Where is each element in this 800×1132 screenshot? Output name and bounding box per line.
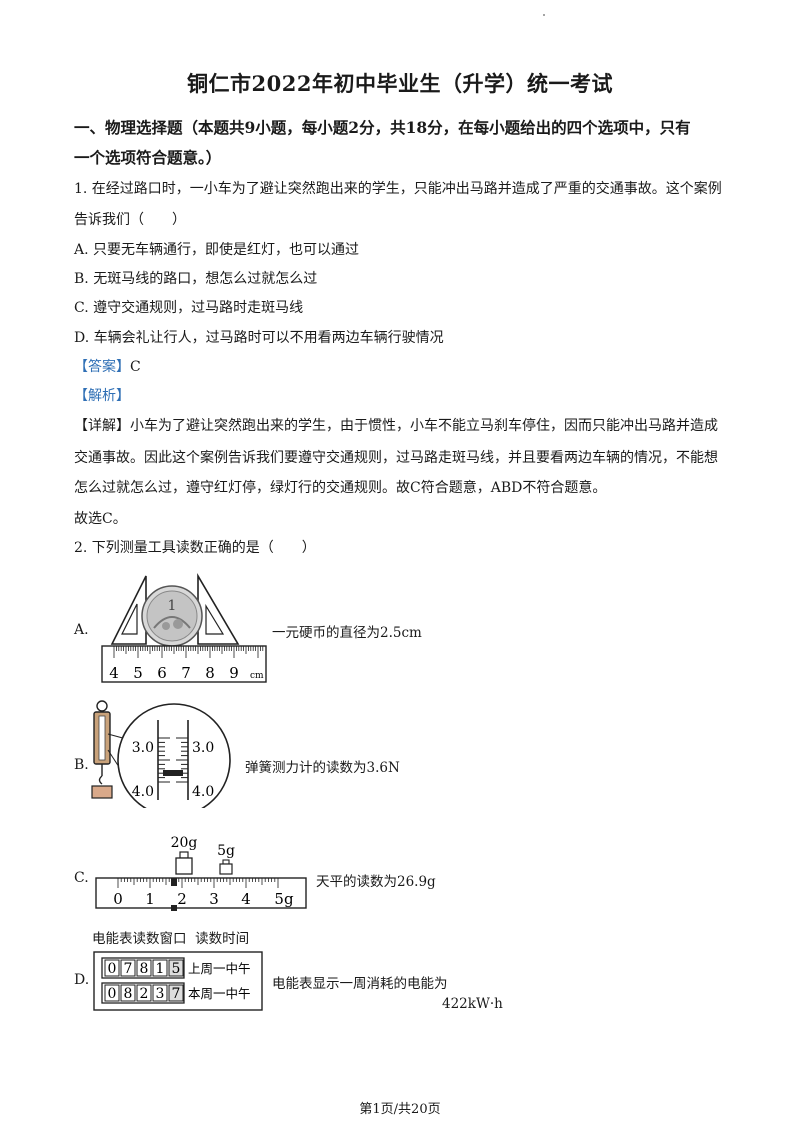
speck — [543, 14, 545, 16]
exam-title: 铜仁市2022年初中毕业生（升学）统一考试 — [187, 71, 613, 96]
meter-digit: 5 — [172, 961, 181, 977]
ruler-numbers: 4 5 6 7 8 9 cm — [109, 664, 264, 682]
ruler-unit: cm — [250, 671, 264, 681]
section-header-line2: 一个选项符合题意。） — [74, 148, 222, 167]
coin-icon: 1 — [141, 585, 203, 647]
section-header-line1: 一、物理选择题（本题共9小题，每小题2分，共18分，在每小题给出的四个选项中，只… — [74, 118, 691, 137]
detail-text: 小车为了避让突然跑出来的学生，由于惯性，小车不能立马刹车停住，因而只能冲出马路并… — [130, 418, 718, 434]
meter-digit: 0 — [108, 961, 117, 977]
page-footer: 第1页/共20页 — [359, 1102, 441, 1117]
q1-option-b: B. 无斑马线的路口，想怎么过就怎么过 — [74, 271, 318, 287]
ruler-coin-figure: 1 4 5 6 7 8 9 cm — [101, 573, 267, 683]
beam-number-5g: 5g — [274, 890, 294, 908]
spring-scale-figure: 3.0 3.0 4.0 4.0 — [91, 700, 231, 808]
scale-right-bottom: 4.0 — [192, 784, 214, 800]
beam-number-4: 4 — [241, 890, 251, 908]
meter-digit: 8 — [140, 961, 149, 977]
meter-digit: 0 — [108, 986, 117, 1002]
coin-text: 1 — [168, 598, 177, 614]
q1-detail-line3: 怎么过就怎么过，遵守红灯停，绿灯行的交通规则。故C符合题意，ABD不符合题意。 — [74, 480, 607, 496]
beam-number-1: 1 — [145, 890, 155, 908]
q2-option-a-caption: 一元硬币的直径为2.5cm — [272, 625, 422, 641]
ruler-number-5: 5 — [133, 664, 143, 682]
beam-number-3: 3 — [209, 890, 219, 908]
q2-option-c-caption: 天平的读数为26.9g — [316, 874, 436, 890]
q1-option-c: C. 遵守交通规则，过马路时走斑马线 — [74, 300, 304, 316]
q1-detail-line2: 交通事故。因此这个案例告诉我们要遵守交通规则，过马路走斑马线，并且要看两边车辆的… — [74, 450, 718, 466]
q1-option-a: A. 只要无车辆通行，即使是红灯，也可以通过 — [74, 242, 360, 258]
meter-digit: 8 — [124, 986, 133, 1002]
q2-option-a-label: A. — [74, 622, 89, 638]
beam-number-0: 0 — [113, 890, 123, 908]
meter-digit: 7 — [124, 961, 133, 977]
detail-tag: 【详解】 — [74, 418, 130, 434]
meter-header-window: 电能表读数窗口 — [92, 931, 187, 947]
weight-20g-icon — [175, 851, 193, 875]
q1-option-d: D. 车辆会礼让行人，过马路时可以不用看两边车辆行驶情况 — [74, 330, 444, 346]
ruler-number-9: 9 — [229, 664, 239, 682]
meter-digit: 3 — [156, 986, 165, 1002]
meter-header: 电能表读数窗口 读数时间 — [92, 927, 249, 947]
q1-stem-line2: 告诉我们（ ） — [74, 212, 186, 228]
meter-digit: 1 — [156, 961, 165, 977]
q1-conclusion: 故选C。 — [74, 511, 127, 527]
answer-value: C — [130, 359, 141, 375]
rider-marker-bottom — [171, 905, 177, 911]
scale-right-top: 3.0 — [192, 740, 214, 756]
spring-scale-pointer — [163, 770, 183, 776]
q1-stem-line1: 1. 在经过路口时，一小车为了避让突然跑出来的学生，只能冲出马路并造成了严重的交… — [74, 181, 722, 197]
beam-number-2: 2 — [177, 890, 187, 908]
q1-answer-line: 【答案】C — [74, 357, 141, 377]
meter-digit: 2 — [140, 986, 149, 1002]
answer-tag: 【答案】 — [74, 359, 130, 375]
ruler-ticks — [113, 646, 264, 658]
meter-row2-time: 本周一中午 — [188, 986, 251, 1001]
meter-row2-digits: 0 8 2 3 7 — [104, 984, 184, 1002]
meter-row1-digits: 0 7 8 1 5 — [104, 959, 184, 977]
weight-20g-label: 20g — [171, 835, 198, 851]
beam-numbers: 0 1 2 3 4 5g — [113, 890, 294, 908]
rider-marker — [171, 878, 177, 886]
weight-5g-icon — [219, 859, 233, 875]
q1-detail-line1: 【详解】小车为了避让突然跑出来的学生，由于惯性，小车不能立马刹车停住，因而只能冲… — [74, 416, 718, 436]
q2-option-d-caption: 电能表显示一周消耗的电能为 — [272, 976, 448, 992]
weight-5g-label: 5g — [217, 843, 235, 859]
spring-scale-ticks — [158, 737, 188, 783]
q2-option-c-label: C. — [74, 870, 89, 886]
balance-beam-figure: 20g 5g 0 1 2 3 4 5g — [95, 835, 307, 911]
meter-digit: 7 — [172, 986, 181, 1002]
energy-meter-figure: 0 7 8 1 5 0 8 2 3 7 上周一中午 本周一中午 — [93, 951, 263, 1011]
scale-left-top: 3.0 — [132, 740, 154, 756]
meter-header-time: 读数时间 — [195, 931, 250, 947]
ruler-number-8: 8 — [205, 664, 215, 682]
scale-left-bottom: 4.0 — [132, 784, 154, 800]
ruler-number-7: 7 — [181, 664, 191, 682]
meter-row1-time: 上周一中午 — [188, 961, 251, 976]
ruler-number-4: 4 — [109, 664, 119, 682]
q2-stem: 2. 下列测量工具读数正确的是（ ） — [74, 540, 316, 556]
analysis-tag: 【解析】 — [74, 388, 130, 404]
q2-option-b-label: B. — [74, 757, 89, 773]
ruler-number-6: 6 — [157, 664, 167, 682]
q2-option-b-caption: 弹簧测力计的读数为3.6N — [245, 760, 400, 776]
q2-option-d-value: 422kW·h — [442, 996, 503, 1012]
q2-option-d-label: D. — [74, 972, 90, 988]
